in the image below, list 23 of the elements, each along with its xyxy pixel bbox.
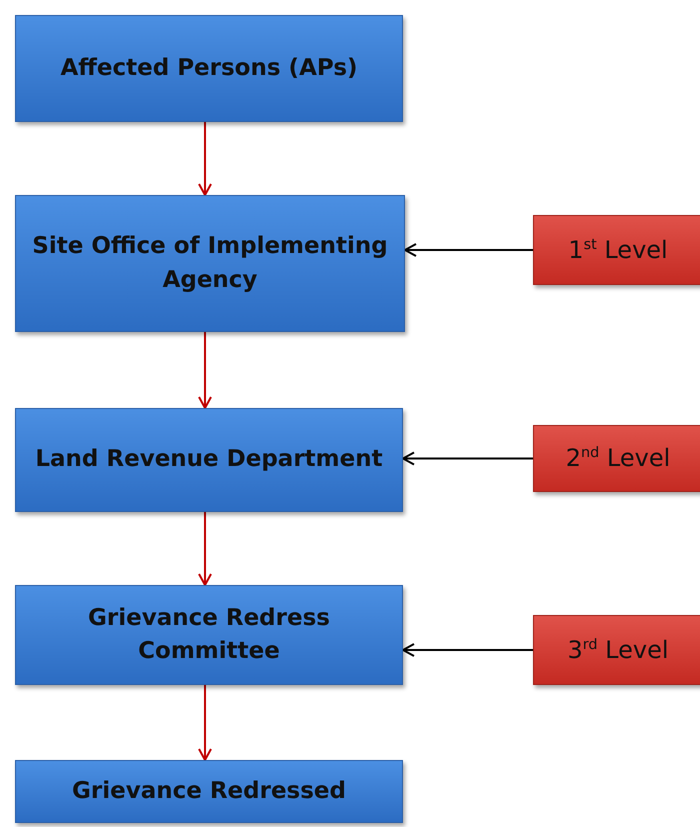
process-label: Affected Persons (APs) — [60, 54, 358, 83]
arrow — [198, 685, 212, 761]
level-label: 2$^{nd}$ Level — [566, 443, 670, 474]
process-label: Grievance Redressed — [72, 776, 346, 806]
process-label: Land Revenue Department — [35, 445, 383, 474]
level-label: 3$^{rd}$ Level — [567, 634, 669, 666]
level-box — [533, 215, 700, 285]
arrow — [402, 643, 533, 657]
process-box — [15, 195, 405, 332]
process-box — [15, 760, 403, 823]
arrow — [198, 122, 212, 196]
level-box — [533, 425, 700, 492]
process-box — [15, 585, 403, 685]
process-box — [15, 15, 403, 122]
process-label: Site Office of Implementing Agency — [31, 232, 389, 294]
arrow — [198, 332, 212, 409]
level-box — [533, 615, 700, 685]
process-label: Grievance Redress Committee — [87, 604, 331, 666]
arrow — [402, 452, 533, 466]
arrow — [404, 243, 533, 257]
level-label: 1$^{st}$ Level — [568, 234, 668, 266]
arrow — [198, 512, 212, 586]
process-box — [15, 408, 403, 512]
